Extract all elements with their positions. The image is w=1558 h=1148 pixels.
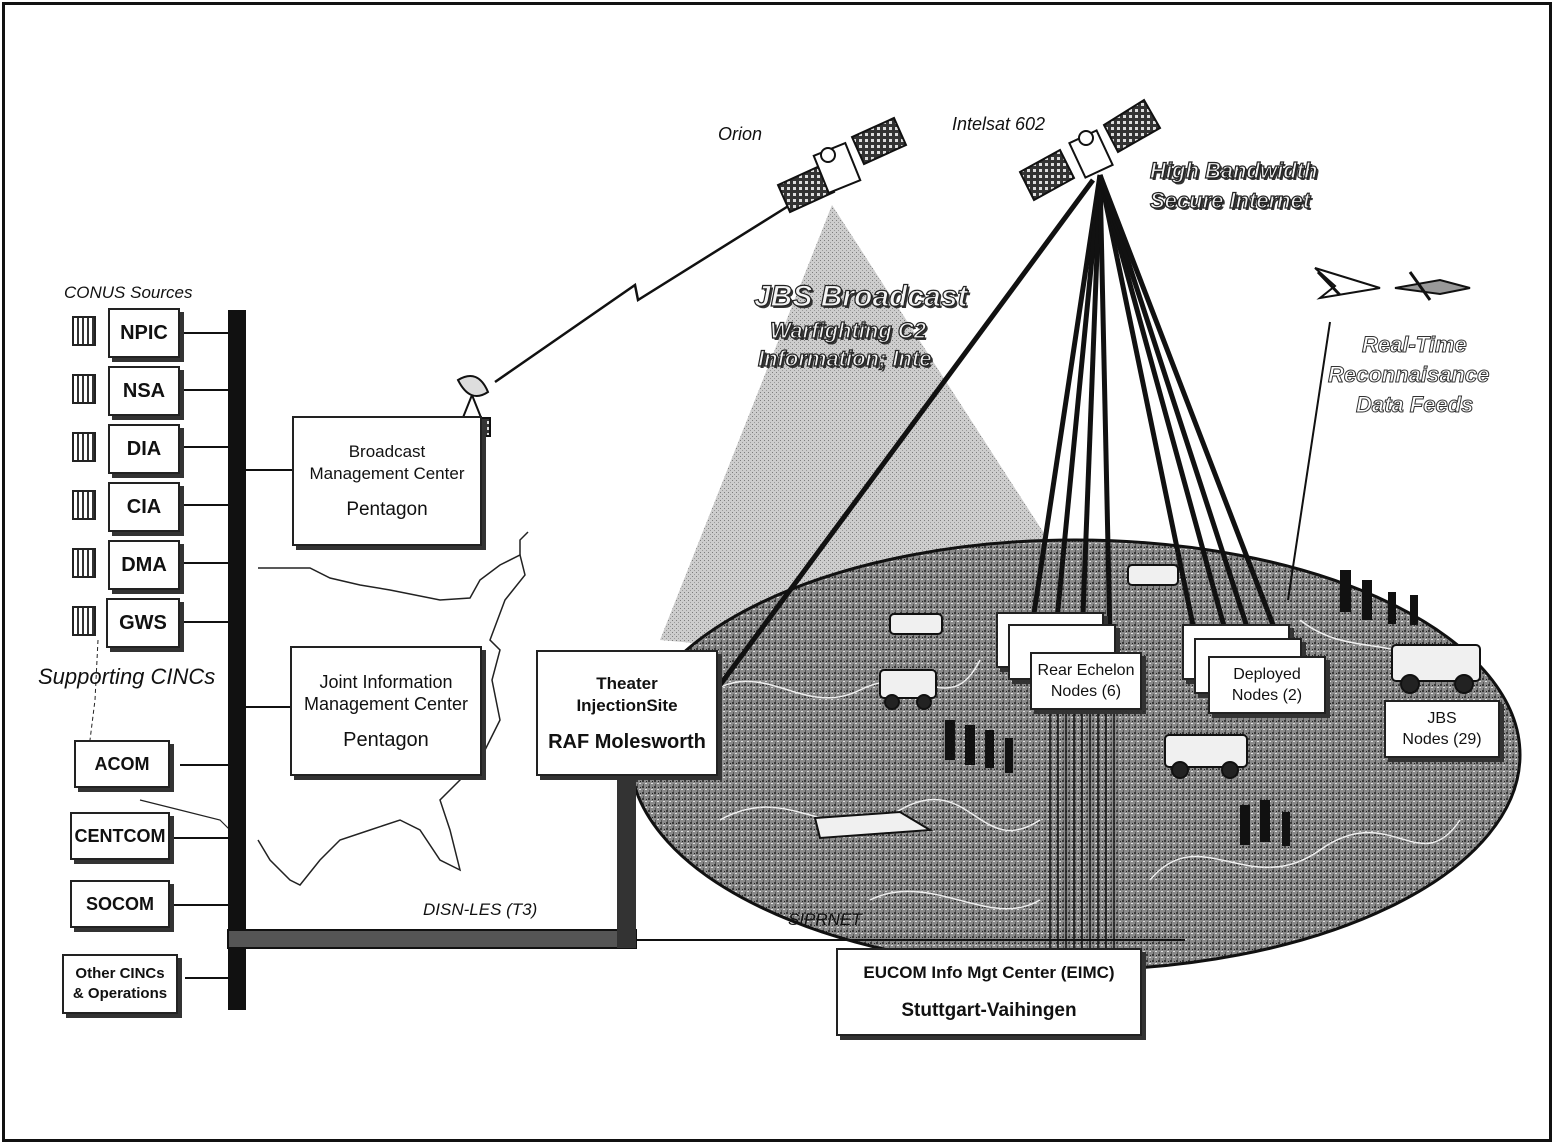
siprnet-label: SIPRNET — [788, 910, 862, 929]
source-cia: CIA — [108, 482, 180, 532]
source-nsa: NSA — [108, 366, 180, 416]
disn-les-trunk — [227, 929, 637, 949]
intelsat-satellite-icon — [1018, 98, 1162, 202]
conus-map-outline — [257, 553, 526, 886]
coast-line — [139, 799, 231, 831]
conus-sources-heading: CONUS Sources — [64, 283, 193, 302]
intelsat-label: Intelsat 602 — [952, 114, 1046, 134]
jbs-broadcast-title: JBS Broadcast — [753, 279, 968, 313]
source-dia: DIA — [108, 424, 180, 474]
broadcast-line-2: Warfighting C2 — [769, 317, 927, 343]
cinc-socom: SOCOM — [70, 880, 170, 928]
rear-echelon-nodes: Rear Echelon Nodes (6) — [1030, 652, 1142, 710]
orion-label: Orion — [718, 124, 763, 144]
recon-line-3: Data Feeds — [1355, 392, 1474, 418]
ground-units — [813, 564, 1481, 840]
jbs-nodes: JBS Nodes (29) — [1384, 700, 1500, 758]
source-dma: DMA — [108, 540, 180, 590]
uplink-to-orion — [494, 203, 791, 384]
intelsat-downlinks — [717, 174, 1278, 687]
broadcast-line-3: Information; Inte — [757, 345, 932, 371]
cinc-centcom: CENTCOM — [70, 812, 170, 860]
recon-line-1: Real-Time — [1362, 332, 1468, 358]
building-icon — [72, 432, 96, 462]
cinc-acom: ACOM — [74, 740, 170, 788]
source-connectors — [170, 332, 292, 979]
source-npic: NPIC — [108, 308, 180, 358]
orion-satellite-icon — [776, 116, 908, 214]
supporting-cincs-heading: Supporting CINCs — [38, 664, 216, 689]
joint-information-management-center: Joint Information Management Center Pent… — [290, 646, 482, 776]
secure-internet-label: Secure Internet — [1149, 187, 1311, 213]
broadcast-management-center: Broadcast Management Center Pentagon — [292, 416, 482, 546]
theater-injection-site: Theater InjectionSite RAF Molesworth — [536, 650, 718, 776]
backbone-bus — [228, 310, 246, 1010]
building-icon — [72, 606, 96, 636]
building-icon — [72, 316, 96, 346]
building-icon — [72, 548, 96, 578]
disn-les-label: DISN-LES (T3) — [423, 900, 538, 919]
eimc-cable-bundle — [1049, 710, 1115, 948]
deployed-nodes: Deployed Nodes (2) — [1208, 656, 1326, 714]
building-icon — [72, 490, 96, 520]
other-cincs-box: Other CINCs & Operations — [62, 954, 178, 1014]
troop-figures — [945, 570, 1418, 846]
source-gws: GWS — [106, 598, 180, 648]
recon-line-2: Reconnaisance — [1327, 362, 1490, 388]
reconnaissance-aircraft-icons — [1314, 267, 1471, 301]
building-icon — [72, 374, 96, 404]
high-bandwidth-label: High Bandwidth — [1149, 157, 1318, 183]
recon-feed-line — [1287, 321, 1331, 601]
eucom-eimc: EUCOM Info Mgt Center (EIMC) Stuttgart-V… — [836, 948, 1142, 1036]
theater-injection-feed — [617, 775, 636, 948]
